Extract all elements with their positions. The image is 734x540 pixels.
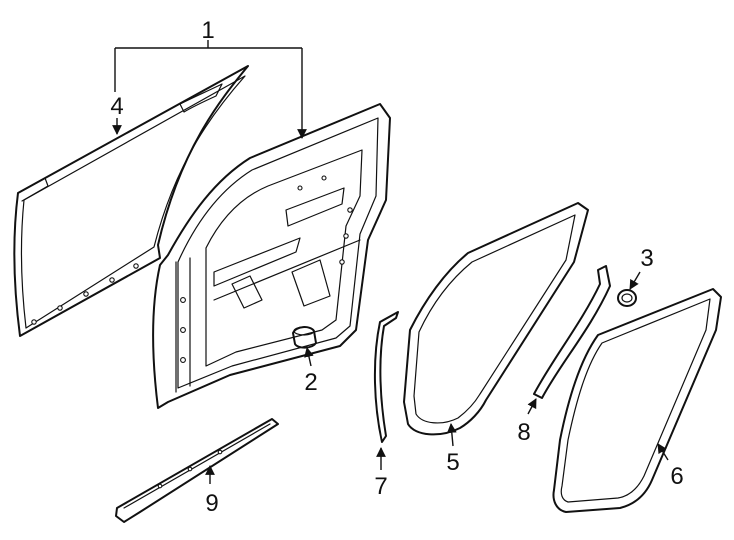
callout-1: 1 [201,17,214,44]
callout-9: 9 [205,490,218,517]
callout-3: 3 [640,245,653,272]
front-edge-seal [373,311,399,443]
callout-4: 4 [110,93,123,120]
rear-edge-seal [533,265,611,399]
door-bumper [292,326,317,349]
sill-molding [115,418,279,523]
frame-holes [180,175,353,363]
leader-lines [112,40,669,484]
door-outer-panel [13,65,249,337]
door-skin-holes [31,263,139,325]
door-plug [617,289,637,307]
callout-2: 2 [304,369,317,396]
callout-7: 7 [374,473,387,500]
door-weatherstrip [403,202,589,436]
callout-6: 6 [670,463,683,490]
body-weatherstrip [552,288,722,513]
door-frame-assembly [152,103,391,409]
callout-8: 8 [517,419,530,446]
callout-5: 5 [446,449,459,476]
sill-holes [157,449,223,489]
